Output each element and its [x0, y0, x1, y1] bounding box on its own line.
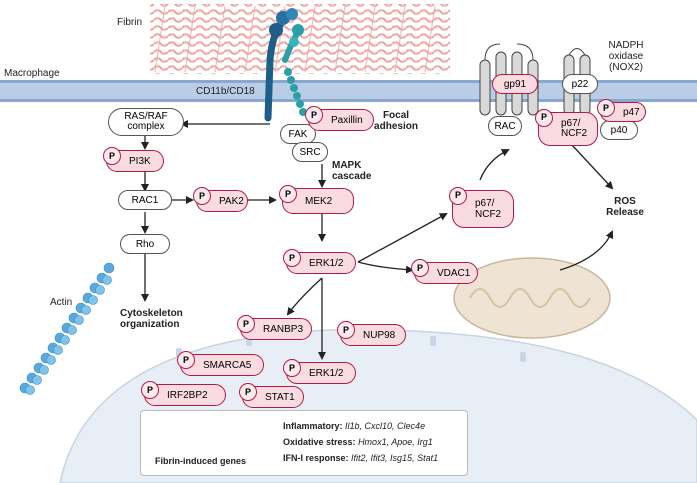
p40-node: p40 [600, 120, 638, 140]
gp91-node: gp91 [492, 74, 538, 94]
legend-inflammatory: Inflammatory: Il1b, Cxcl10, Clec4e [283, 421, 426, 431]
fibrin-mesh [150, 4, 450, 74]
phospho-badge: P [193, 187, 211, 205]
fak-node: FAK [280, 124, 316, 144]
fibrin-label: Fibrin [117, 17, 143, 28]
phospho-badge: P [305, 106, 323, 124]
actin-label: Actin [50, 297, 73, 308]
mitochondrion [453, 257, 611, 339]
phospho-badge: P [337, 321, 355, 339]
phospho-badge: P [279, 185, 297, 203]
phospho-badge: P [141, 381, 159, 399]
phospho-badge: P [411, 259, 429, 277]
gene-legend: Fibrin-induced genes Inflammatory: Il1b,… [140, 410, 468, 476]
receptor-label: CD11b/CD18 [196, 86, 255, 97]
phospho-badge: P [283, 359, 301, 377]
phospho-badge: P [535, 109, 553, 127]
p22-node: p22 [562, 74, 598, 94]
phospho-badge: P [283, 249, 301, 267]
legend-ifn: IFN-I response: Ifit2, Ifit3, Isg15, Sta… [283, 453, 439, 463]
legend-oxidative: Oxidative stress: Hmox1, Apoe, Irg1 [283, 437, 433, 447]
phospho-badge: P [177, 351, 195, 369]
phospho-badge: P [103, 147, 121, 165]
phospho-badge: P [239, 383, 257, 401]
phospho-badge: P [449, 187, 467, 205]
rho-node: Rho [120, 234, 170, 254]
phospho-badge: P [597, 99, 615, 117]
legend-caption: Fibrin-induced genes [155, 456, 247, 466]
rac-node: RAC [488, 116, 522, 136]
phospho-badge: P [237, 315, 255, 333]
integrin-receptor [264, 8, 307, 122]
src-node: SRC [292, 142, 328, 162]
rac1-node: RAC1 [118, 190, 172, 210]
actin-filament [19, 262, 115, 395]
macrophage-label: Macrophage [4, 68, 60, 79]
